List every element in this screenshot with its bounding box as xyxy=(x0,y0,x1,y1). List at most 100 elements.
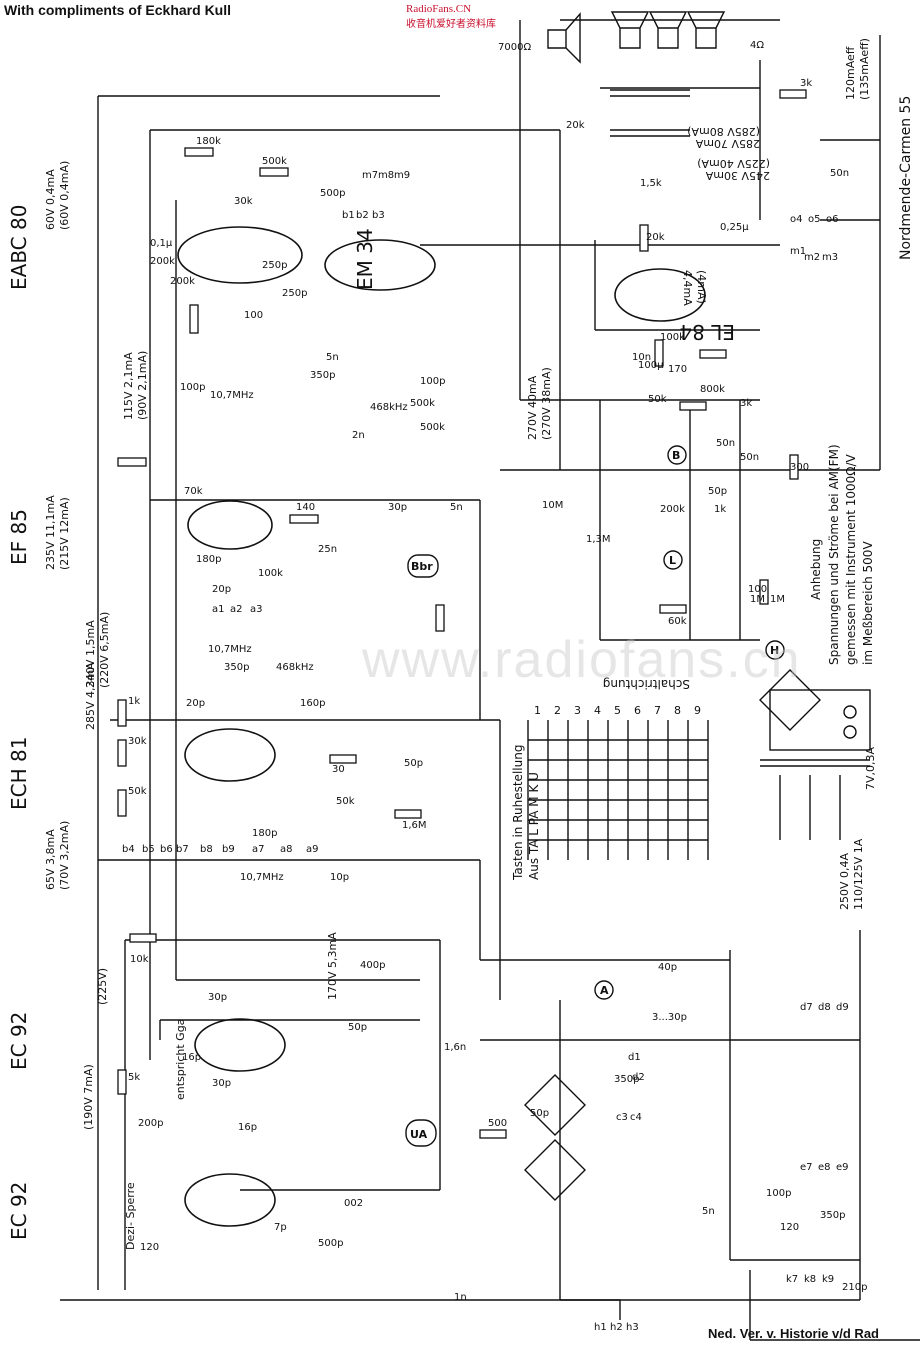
key-column-number: 1 xyxy=(534,704,541,717)
note-dezi: Dezi- Sperre xyxy=(124,1182,137,1250)
key-column-number: 8 xyxy=(674,704,681,717)
component-value: 3k xyxy=(800,78,812,89)
voltage-em34: 270V 40mA xyxy=(526,375,539,440)
switch-contact-label: a7 xyxy=(252,844,265,855)
switch-contact-label: h3 xyxy=(626,1322,639,1333)
note-schaltrichtung: Schaltrichtung xyxy=(603,677,690,691)
note-tasten-labels: Aus TA L PA M K U xyxy=(527,772,541,880)
note-measurement-1: Spannungen und Ströme bei AM(FM) xyxy=(827,444,841,665)
component-value: 4Ω xyxy=(750,40,764,51)
note-measurement-3: im Meßbereich 500V xyxy=(861,541,875,665)
switch-contact-label: b3 xyxy=(372,210,385,221)
component-value: 1M xyxy=(770,594,785,605)
component-value: 100p xyxy=(180,382,205,393)
component-value: 20p xyxy=(212,584,231,595)
switch-contact-label: m3 xyxy=(822,252,838,263)
component-value: 1,3M xyxy=(586,534,611,545)
component-value: 10,7MHz xyxy=(240,872,284,883)
component-value: 5k xyxy=(128,1072,140,1083)
component-value: 500p xyxy=(318,1238,343,1249)
switch-contact-label: m2 xyxy=(804,252,820,263)
component-value: 1,6M xyxy=(402,820,427,831)
tube-label-el84: EL 84 xyxy=(679,320,735,344)
component-value: 50k xyxy=(128,786,147,797)
switch-contact-label: d2 xyxy=(632,1072,645,1083)
component-value: 60k xyxy=(668,616,687,627)
site-logo-subtitle: 收音机爱好者资料库 xyxy=(406,19,496,30)
test-point-L-circle xyxy=(663,550,683,570)
component-value: 500k xyxy=(420,422,445,433)
tube-label-eabc80: EABC 80 xyxy=(7,205,31,290)
switch-contact-label: a8 xyxy=(280,844,293,855)
tube-ech81 xyxy=(184,728,276,782)
switch-contact-label: b1 xyxy=(342,210,355,221)
component-value: 10,7MHz xyxy=(210,390,254,401)
component-value: 16p xyxy=(182,1052,201,1063)
switch-contact-label: o4 xyxy=(790,214,802,225)
switch-contact-label: k7 xyxy=(786,1274,798,1285)
component-value: 50k xyxy=(336,796,355,807)
component-value: 120 xyxy=(140,1242,159,1253)
test-point-B: B xyxy=(672,449,680,462)
component-value: 1k xyxy=(714,504,726,515)
component-value: 250p xyxy=(282,288,307,299)
component-labels: 180k500k30k500p250p250p200k200k0,1µ10010… xyxy=(128,40,867,1303)
voltage-ech-b: 285V 4,3mA xyxy=(84,662,97,730)
component-value: 002 xyxy=(344,1198,363,1209)
key-column-number: 4 xyxy=(594,704,601,717)
model-label: Nordmende-Carmen 55 xyxy=(898,96,914,260)
key-column-number: 5 xyxy=(614,704,621,717)
component-value: 180p xyxy=(196,554,221,565)
component-value: 180k xyxy=(196,136,221,147)
component-value: 170 xyxy=(668,364,687,375)
component-value: 20k xyxy=(566,120,585,131)
component-value: 50p xyxy=(530,1108,549,1119)
voltage-ech-a: 240V 1,5mA xyxy=(84,620,97,688)
note-entsprechend: entspricht Gga xyxy=(174,1019,187,1100)
component-value: 70k xyxy=(184,486,203,497)
footer-credit: Ned. Ver. v. Historie v/d Rad xyxy=(708,1326,879,1341)
switch-contact-label: m7 xyxy=(362,170,378,181)
component-value: 200k xyxy=(170,276,195,287)
component-value: 200p xyxy=(138,1118,163,1129)
voltage-ech-c: 65V 3,8mA xyxy=(44,829,57,890)
voltage-ech-c-fm: (70V 3,2mA) xyxy=(58,821,71,890)
component-value: 30 xyxy=(332,764,345,775)
component-value: 5n xyxy=(450,502,463,513)
component-value: 50p xyxy=(404,758,423,769)
voltage-el84-b-fm: (225V 40mA) xyxy=(697,157,770,170)
rectifier-bridge xyxy=(759,669,821,731)
switch-contact-label: b8 xyxy=(200,844,213,855)
switch-contact-label: a2 xyxy=(230,604,243,615)
component-value: 100µ xyxy=(638,360,664,371)
switch-contact-label: e9 xyxy=(836,1162,849,1173)
component-value: 100k xyxy=(258,568,283,579)
component-value: 3...30p xyxy=(652,1012,687,1023)
component-value: 1,6n xyxy=(444,1042,466,1053)
voltage-pilot: 7V,0,3A xyxy=(864,746,877,790)
switch-contact-label: c4 xyxy=(630,1112,642,1123)
component-value: 10n xyxy=(632,352,651,363)
site-logo-title: RadioFans.CN xyxy=(406,3,472,15)
switch-contact-label: k8 xyxy=(804,1274,816,1285)
test-point-L: L xyxy=(669,554,676,567)
voltage-ls-fm: (135mAeff) xyxy=(858,38,871,100)
component-value: 350p xyxy=(614,1074,639,1085)
component-value: 0,25µ xyxy=(720,222,749,233)
component-value: 50n xyxy=(830,168,849,179)
component-value: 500k xyxy=(262,156,287,167)
switch-contact-label: m8 xyxy=(378,170,394,181)
switch-contact-label: o6 xyxy=(826,214,838,225)
component-value: 0,1µ xyxy=(150,238,173,249)
component-value: 100k xyxy=(660,332,685,343)
voltage-ech-a-fm: (220V 6,5mA) xyxy=(98,612,111,688)
component-value: 1k xyxy=(128,696,140,707)
switch-contact-label: h2 xyxy=(610,1322,623,1333)
component-value: 500p xyxy=(320,188,345,199)
component-value: 10,7MHz xyxy=(208,644,252,655)
component-value: 1M xyxy=(750,594,765,605)
key-column-number: 7 xyxy=(654,704,661,717)
voltage-mains-2: 110/125V 1A xyxy=(852,838,865,910)
